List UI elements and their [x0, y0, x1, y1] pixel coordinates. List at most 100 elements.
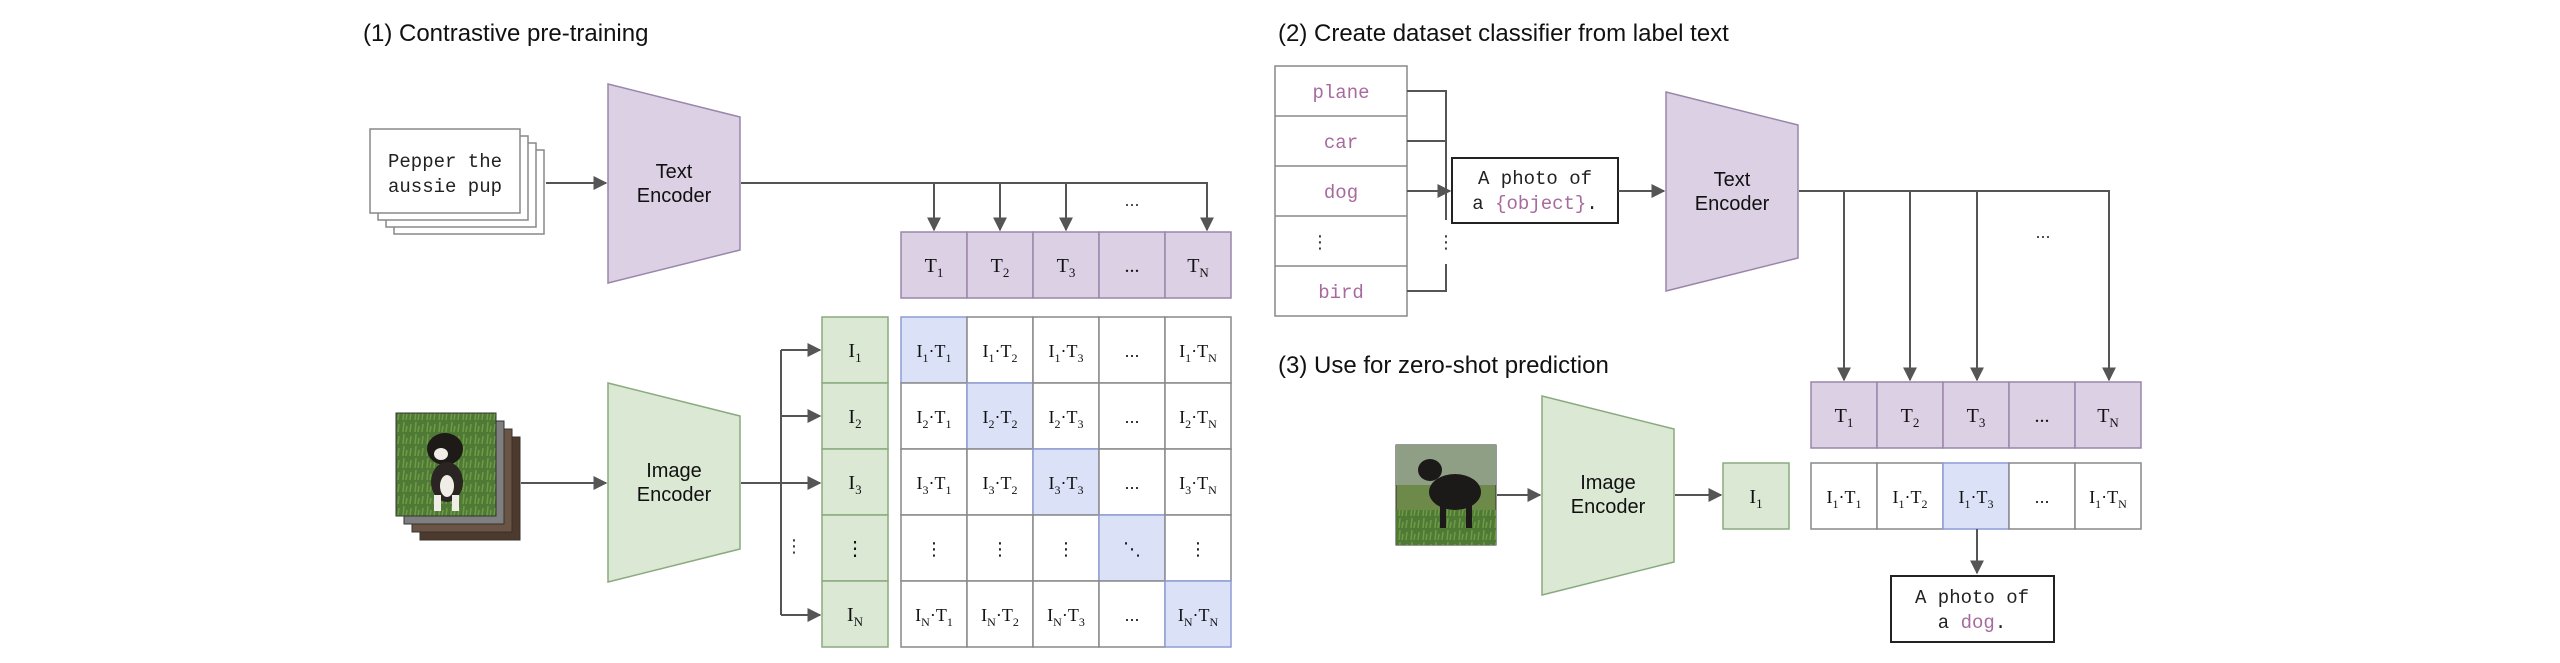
- svg-text:T1: T1: [1835, 405, 1854, 430]
- matrix-cell-diagonal: I1·T1: [900, 316, 968, 384]
- matrix-cell-diagonal: IN·TN: [1164, 580, 1232, 648]
- svg-text:...: ...: [1124, 341, 1139, 361]
- label-dog: dog: [1324, 182, 1358, 204]
- svg-text:TN: TN: [2097, 405, 2119, 430]
- label-bird: bird: [1318, 282, 1364, 304]
- svg-text:I1·T1: I1·T1: [917, 341, 952, 365]
- text-card-stack: Pepper the aussie pup: [369, 128, 545, 235]
- svg-text:I1·T2: I1·T2: [983, 341, 1018, 365]
- matrix-cell: I3·TN: [1164, 448, 1232, 516]
- matrix-cell: IN·T3: [1032, 580, 1100, 648]
- query-image-embedding: I1: [1722, 462, 1790, 530]
- svg-text:Encoder: Encoder: [1571, 496, 1646, 518]
- svg-text:I2·TN: I2·TN: [1179, 407, 1217, 431]
- svg-text:⋮: ⋮: [845, 538, 865, 560]
- matrix-cell: I2·TN: [1164, 382, 1232, 450]
- matrix-cell: I2·T1: [900, 382, 968, 450]
- svg-text:Text: Text: [656, 161, 693, 183]
- svg-text:I3·T1: I3·T1: [917, 473, 952, 497]
- svg-text:a dog.: a dog.: [1938, 612, 2006, 634]
- svg-text:I1·T2: I1·T2: [1893, 487, 1928, 511]
- svg-text:...: ...: [2035, 405, 2050, 427]
- section1-title: (1) Contrastive pre-training: [363, 20, 648, 47]
- svg-text:I1: I1: [848, 340, 861, 365]
- svg-text:I2: I2: [848, 406, 861, 431]
- image-embedding-cell: I3: [821, 448, 889, 516]
- svg-text:A photo of: A photo of: [1915, 587, 2029, 609]
- svg-text:I3·TN: I3·TN: [1179, 473, 1217, 497]
- svg-text:I3·T3: I3·T3: [1049, 473, 1084, 497]
- svg-text:⋮: ⋮: [1057, 539, 1075, 559]
- label-ellipsis: ⋮: [1311, 232, 1329, 252]
- score-cell-selected: I1·T3: [1942, 462, 2010, 530]
- dog-photo-icon-2: [1429, 474, 1481, 510]
- matrix-cell-diagonal: I2·T2: [966, 382, 1034, 450]
- label-plane: plane: [1312, 82, 1369, 104]
- matrix-cell: ⋮: [1032, 514, 1100, 582]
- svg-text:T3: T3: [1967, 405, 1986, 430]
- svg-text:IN·T3: IN·T3: [1047, 605, 1085, 629]
- svg-text:a {object}.: a {object}.: [1472, 193, 1597, 215]
- score-cell: I1·T2: [1876, 462, 1944, 530]
- matrix-cell: ⋮: [966, 514, 1034, 582]
- text-embedding-cell: ...: [2008, 381, 2076, 449]
- matrix-cell-diagonal: ⋱: [1098, 514, 1166, 582]
- text-embedding-row-2: T1 T2 T3... TN: [1810, 381, 2142, 449]
- text-embedding-cell: T1: [1810, 381, 1878, 449]
- matrix-cell-diagonal: I3·T3: [1032, 448, 1100, 516]
- text-embedding-cell: T2: [966, 231, 1034, 299]
- image-embedding-cell: I1: [821, 316, 889, 384]
- text-embedding-cell: T1: [900, 231, 968, 299]
- score-cell: I1·T1: [1810, 462, 1878, 530]
- top-ellipsis-2: ...: [2035, 222, 2050, 242]
- matrix-cell: ...: [1098, 580, 1166, 648]
- image-stack: [395, 412, 521, 541]
- side-ellipsis: ⋮: [1437, 232, 1455, 252]
- svg-text:⋱: ⋱: [1123, 539, 1141, 559]
- svg-text:Image: Image: [1580, 472, 1636, 494]
- image-embedding-cell: IN: [821, 580, 889, 648]
- dog-photo-icon: [427, 433, 463, 465]
- svg-text:I1·T3: I1·T3: [1959, 487, 1994, 511]
- svg-text:I3: I3: [848, 472, 861, 497]
- text-encoder-1: Text Encoder: [607, 83, 741, 284]
- svg-text:T3: T3: [1057, 255, 1076, 280]
- matrix-cell: I1·TN: [1164, 316, 1232, 384]
- svg-text:⋮: ⋮: [991, 539, 1009, 559]
- image-encoder-3: Image Encoder: [1541, 395, 1675, 596]
- svg-text:T2: T2: [1901, 405, 1920, 430]
- left-ellipsis-1: ⋮: [785, 536, 803, 556]
- svg-text:Image: Image: [646, 460, 702, 482]
- svg-text:IN: IN: [847, 604, 864, 629]
- matrix-cell: I3·T1: [900, 448, 968, 516]
- text-embedding-cell: TN: [1164, 231, 1232, 299]
- score-cell: I1·TN: [2074, 462, 2142, 530]
- text-embedding-cell: T2: [1876, 381, 1944, 449]
- svg-text:I2·T2: I2·T2: [983, 407, 1018, 431]
- svg-text:I1·TN: I1·TN: [2089, 487, 2127, 511]
- svg-text:I1·T3: I1·T3: [1049, 341, 1084, 365]
- prompt-template-box: A photo of a {object}.: [1451, 157, 1619, 224]
- svg-text:IN·TN: IN·TN: [1178, 605, 1219, 629]
- svg-text:⋮: ⋮: [925, 539, 943, 559]
- svg-text:I2·T3: I2·T3: [1049, 407, 1084, 431]
- similarity-matrix: I1·T1 I1·T2 I1·T3... I1·TN I2·T1 I2·T2 I2·T3..…: [900, 316, 1232, 648]
- svg-text:A photo of: A photo of: [1478, 168, 1592, 190]
- query-photo: [1395, 444, 1497, 546]
- svg-text:...: ...: [1124, 605, 1139, 625]
- matrix-cell: ⋮: [900, 514, 968, 582]
- svg-text:T2: T2: [991, 255, 1010, 280]
- matrix-cell: ...: [1098, 316, 1166, 384]
- svg-text:I2·T1: I2·T1: [917, 407, 952, 431]
- svg-text:Encoder: Encoder: [1695, 193, 1770, 215]
- text-embedding-cell: TN: [2074, 381, 2142, 449]
- section3-title: (3) Use for zero-shot prediction: [1278, 352, 1609, 379]
- text-card-line2: aussie pup: [388, 176, 502, 198]
- label-list: plane car dog ⋮ bird: [1274, 65, 1408, 317]
- svg-text:...: ...: [1124, 473, 1139, 493]
- svg-text:I1·T1: I1·T1: [1827, 487, 1862, 511]
- svg-text:T1: T1: [925, 255, 944, 280]
- matrix-cell: ...: [1098, 448, 1166, 516]
- matrix-cell: IN·T1: [900, 580, 968, 648]
